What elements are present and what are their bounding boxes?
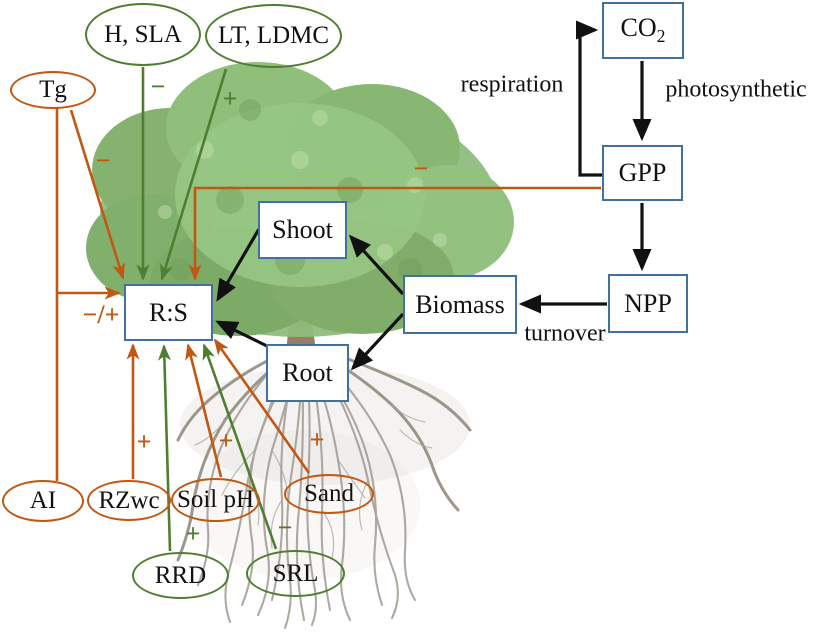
label-photosynthetic: photosynthetic <box>665 76 807 103</box>
sign-tg-negative: − <box>95 146 111 175</box>
sign-rrd-positive: + <box>185 519 201 548</box>
node-rrd: RRD <box>132 552 229 599</box>
sign-tg-ai-mixed: −/+ <box>82 300 120 329</box>
arrow-sand-to-rs <box>213 338 311 474</box>
arrow-gpp-to-co2-respiration <box>575 20 602 177</box>
node-srl: SRL <box>246 550 345 597</box>
node-tg: Tg <box>10 71 96 109</box>
node-rzwc-label: RZwc <box>98 486 160 514</box>
label-respiration: respiration <box>460 71 564 98</box>
node-rzwc: RZwc <box>87 480 171 521</box>
label-turnover: turnover <box>524 320 606 347</box>
sign-h-sla-negative: − <box>150 72 166 101</box>
sign-sand-positive: + <box>309 425 325 454</box>
node-npp-label: NPP <box>624 288 672 318</box>
node-srl-label: SRL <box>272 559 319 587</box>
sign-rzwc-positive: + <box>136 427 152 456</box>
node-co2: CO2 <box>602 2 684 59</box>
arrow-gpp-to-rs <box>188 186 601 281</box>
arrow-tg-to-rs <box>69 109 125 280</box>
arrow-biomass-to-root <box>350 312 405 371</box>
sign-soil-ph-positive: + <box>218 426 234 455</box>
node-lt-ldmc: LT, LDMC <box>205 4 342 68</box>
node-rrd-label: RRD <box>154 561 207 589</box>
arrow-root-to-rs <box>215 320 268 348</box>
node-soil-ph: Soil pH <box>171 478 260 522</box>
node-sand: Sand <box>284 474 374 514</box>
node-gpp: GPP <box>602 145 683 201</box>
node-lt-ldmc-label: LT, LDMC <box>217 22 330 49</box>
arrow-srl-to-rs <box>202 343 278 550</box>
node-shoot: Shoot <box>258 201 347 259</box>
node-gpp-label: GPP <box>618 158 667 187</box>
node-rs-ratio-label: R:S <box>148 297 189 327</box>
node-h-sla: H, SLA <box>85 3 201 66</box>
node-co2-label: CO2 <box>620 13 666 47</box>
node-h-sla-label: H, SLA <box>104 20 182 48</box>
arrow-soilph-to-rs <box>185 343 223 478</box>
node-sand-label: Sand <box>304 480 354 507</box>
sign-lt-ldmc-positive: + <box>222 84 238 113</box>
node-shoot-label: Shoot <box>272 215 333 244</box>
arrow-biomass-to-shoot <box>348 234 405 296</box>
node-npp: NPP <box>608 274 688 333</box>
arrow-rrd-to-rs <box>157 344 172 552</box>
node-root-label: Root <box>282 358 333 387</box>
node-soil-ph-label: Soil pH <box>176 486 255 513</box>
node-biomass-label: Biomass <box>415 289 505 319</box>
sign-gpp-negative: − <box>413 154 429 183</box>
node-biomass: Biomass <box>403 275 517 334</box>
node-tg-label: Tg <box>39 76 67 103</box>
arrow-ltldmc-to-rs <box>160 68 228 281</box>
sign-srl-negative: − <box>277 513 293 542</box>
node-ai: AI <box>2 480 84 522</box>
node-ai-label: AI <box>29 487 57 514</box>
node-rs-ratio: R:S <box>124 284 213 341</box>
arrow-shoot-to-rs <box>216 228 261 302</box>
node-root: Root <box>266 344 349 402</box>
